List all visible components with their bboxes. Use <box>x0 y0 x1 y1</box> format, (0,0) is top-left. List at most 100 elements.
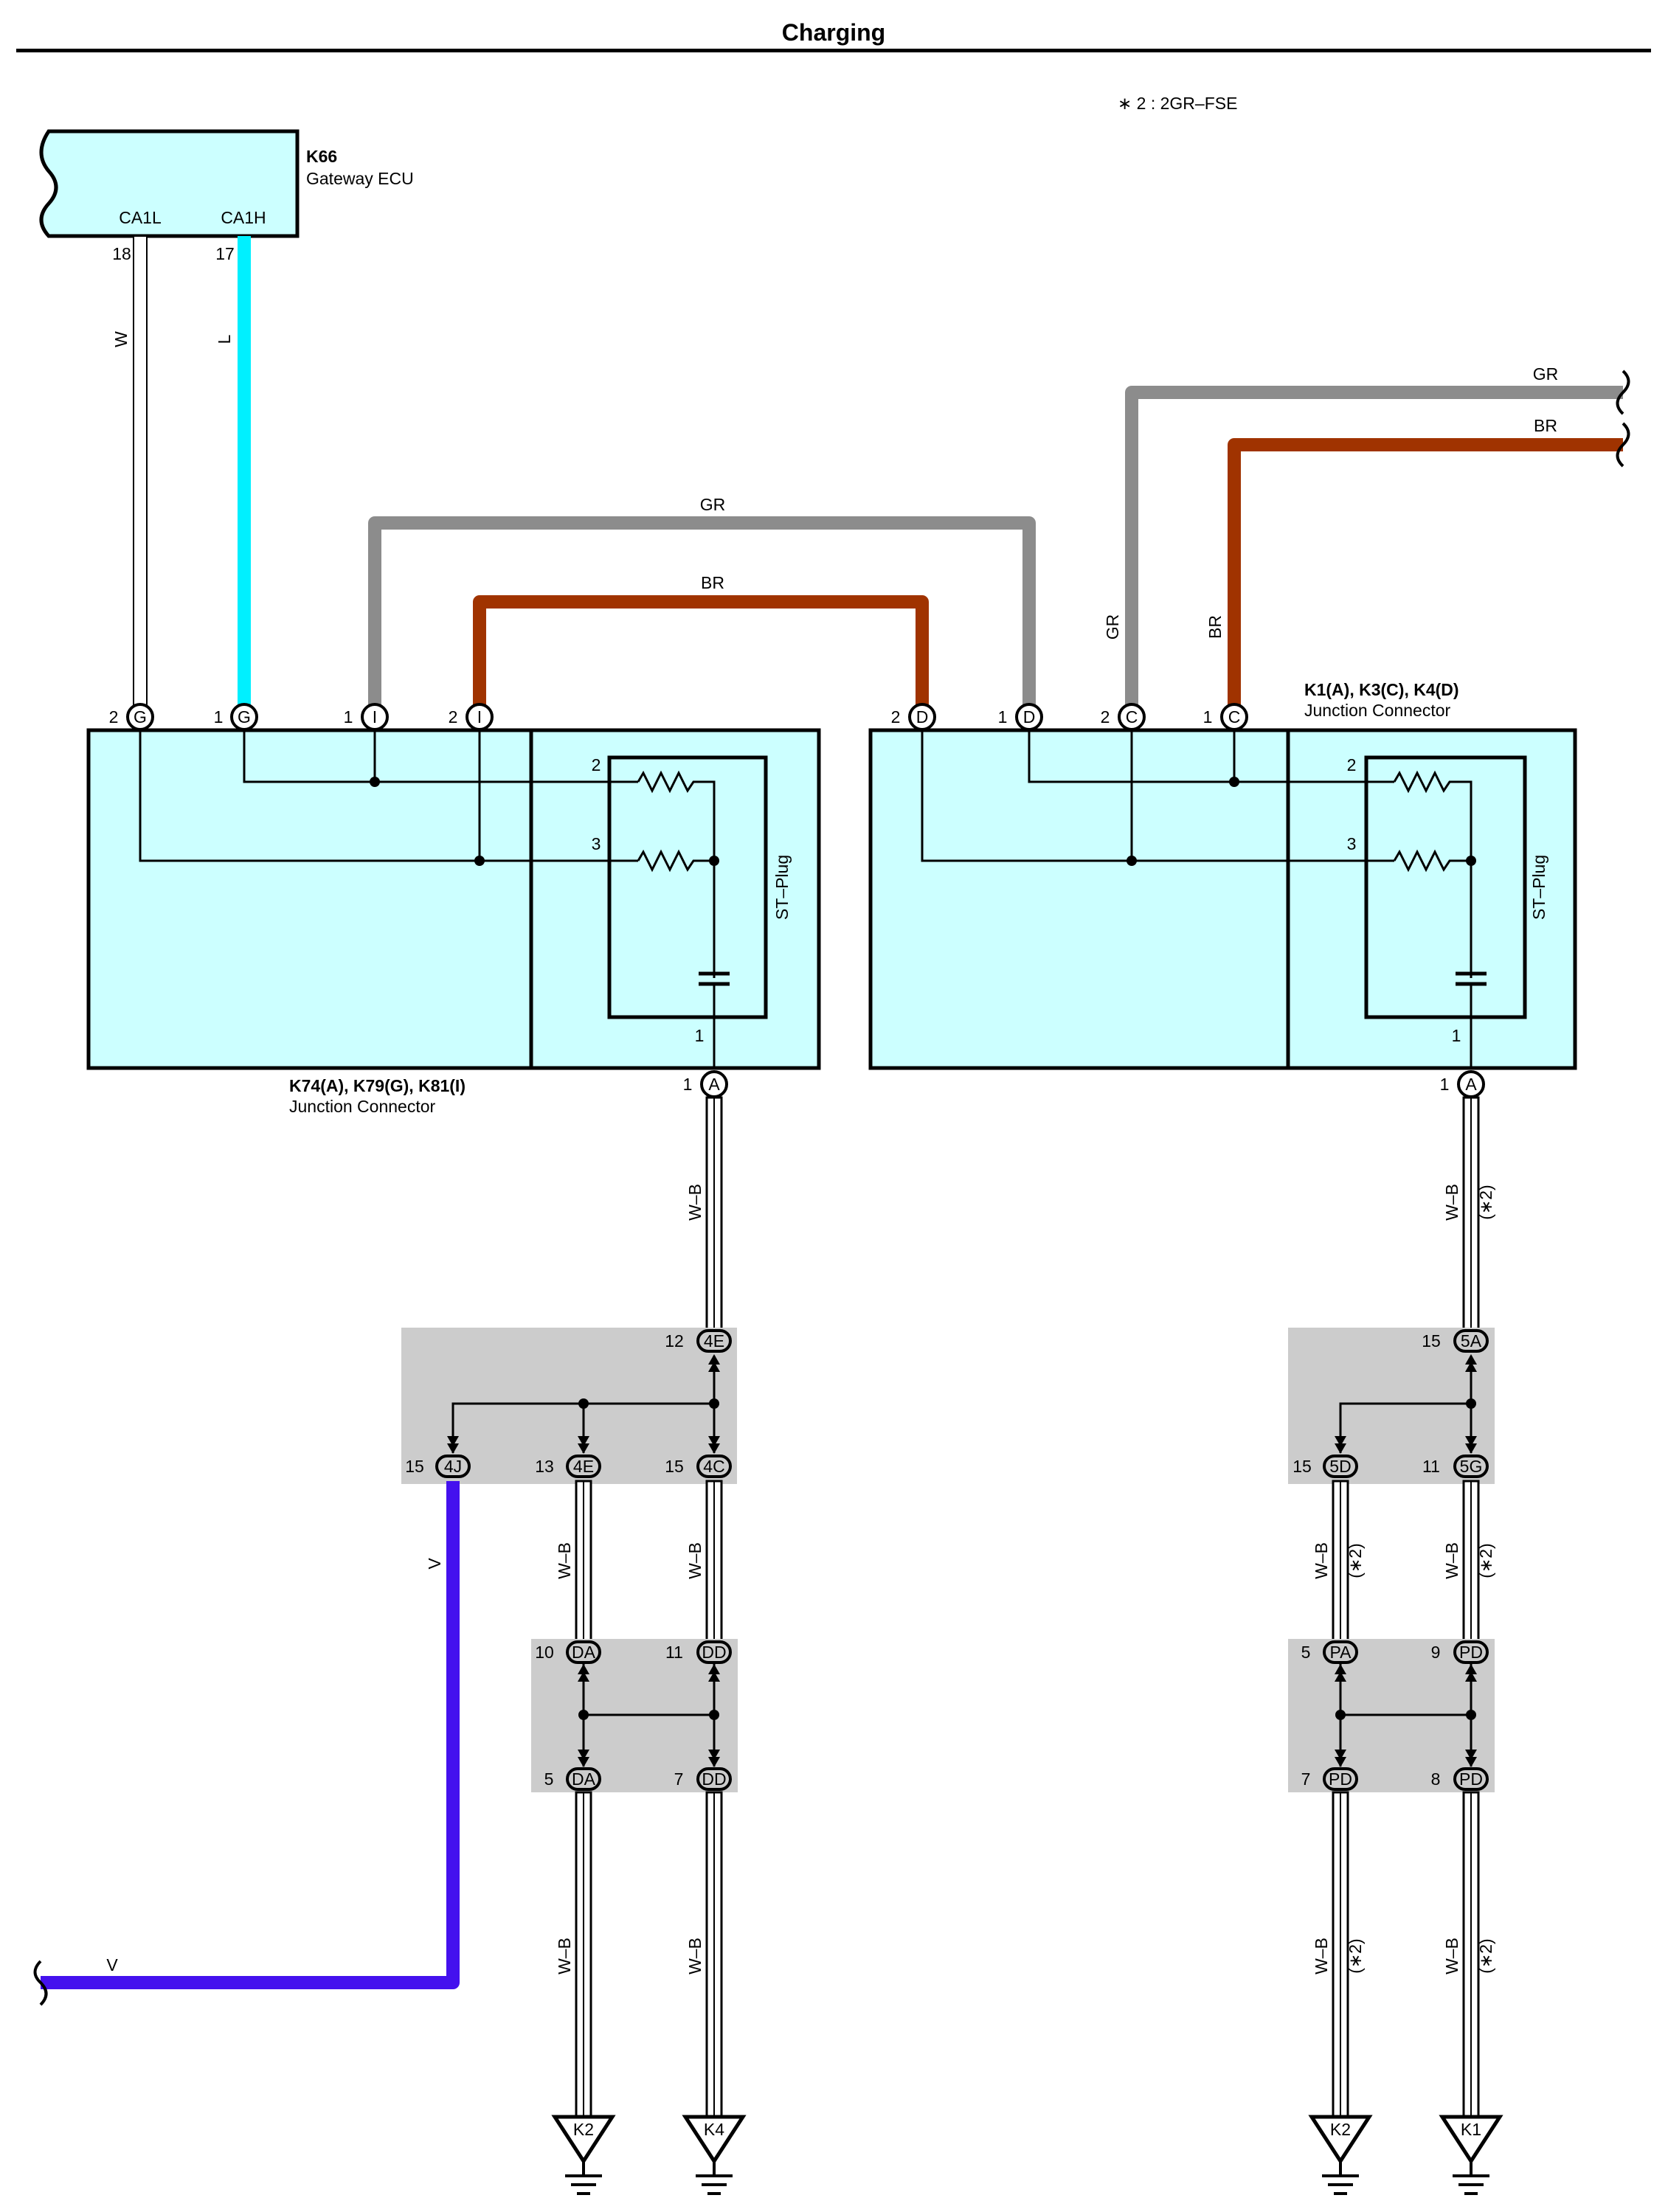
svg-text:1: 1 <box>344 707 353 727</box>
svg-text:W–B: W–B <box>1442 1542 1461 1579</box>
ecu-pin-num-17: 17 <box>215 244 235 263</box>
jc-right-inner-3: 3 <box>1347 834 1357 853</box>
ecu-pin-ca1l: CA1L <box>119 208 162 227</box>
wire-label-v-vertical: V <box>425 1558 444 1570</box>
jc-left-pin-1g: G 1 <box>214 703 258 731</box>
ground-k4: K4 <box>682 2115 747 2195</box>
svg-text:(∗2): (∗2) <box>1346 1543 1365 1578</box>
jc-left-id: K74(A), K79(G), K81(I) <box>289 1076 466 1095</box>
ground-k1: K1 <box>1439 2115 1503 2195</box>
svg-text:A: A <box>1465 1075 1477 1094</box>
svg-text:G: G <box>238 707 251 727</box>
svg-text:10: 10 <box>535 1643 554 1662</box>
wire-label-l: L <box>215 334 234 344</box>
svg-text:15: 15 <box>1292 1457 1312 1476</box>
svg-text:K2: K2 <box>1330 2120 1351 2139</box>
svg-text:DD: DD <box>702 1769 726 1789</box>
svg-text:5G: 5G <box>1460 1457 1483 1476</box>
jc-right-inner-1: 1 <box>1452 1026 1461 1045</box>
svg-text:(∗2): (∗2) <box>1346 1938 1365 1973</box>
svg-text:15: 15 <box>1422 1331 1441 1351</box>
wire-label-br-right: BR <box>1534 416 1557 435</box>
svg-text:5: 5 <box>1301 1643 1311 1662</box>
svg-text:2: 2 <box>109 707 119 727</box>
svg-text:PD: PD <box>1459 1769 1483 1789</box>
jc-right-id: K1(A), K3(C), K4(D) <box>1304 680 1459 699</box>
title-rule <box>16 49 1651 52</box>
wire-wb-ground-left: W–B W–B <box>555 1791 723 2118</box>
wire-wb-left-upper: W–B <box>685 1096 723 1334</box>
svg-text:11: 11 <box>1422 1457 1440 1476</box>
svg-text:11: 11 <box>665 1643 683 1662</box>
svg-text:9: 9 <box>1431 1643 1441 1662</box>
wire-label-star2-1: (∗2) <box>1476 1185 1495 1219</box>
svg-text:2: 2 <box>1101 707 1110 727</box>
jc-left-pin-2i: I 2 <box>449 703 494 731</box>
wire-l: L <box>215 236 251 715</box>
wire-gr-right: GR GR <box>1103 364 1630 715</box>
svg-text:4J: 4J <box>444 1457 462 1476</box>
wire-br-right: BR BR <box>1205 416 1630 715</box>
wire-label-gr-right: GR <box>1533 364 1559 384</box>
splice-right-top: 5A 15 5D 15 5G 11 <box>1288 1328 1495 1484</box>
svg-text:PD: PD <box>1329 1769 1352 1789</box>
wire-label-w: W <box>111 331 131 347</box>
ecu-id: K66 <box>306 147 337 166</box>
svg-text:D: D <box>1023 707 1036 727</box>
svg-text:W–B: W–B <box>1312 1542 1331 1579</box>
jc-right-inner-2: 2 <box>1347 755 1357 774</box>
svg-text:C: C <box>1126 707 1138 727</box>
wire-v: V V <box>33 1481 460 2006</box>
wire-label-br-vertical: BR <box>1205 615 1225 639</box>
ecu-pin-num-18: 18 <box>112 244 131 263</box>
jc-left-st-plug: ST–Plug <box>772 855 792 920</box>
wire-gr-link: GR <box>368 495 1036 715</box>
svg-text:W–B: W–B <box>685 1938 705 1974</box>
wire-label-v-horizontal: V <box>106 1955 118 1974</box>
jc-left-pin-2g: G 2 <box>109 703 154 731</box>
svg-text:1: 1 <box>998 707 1008 727</box>
svg-text:C: C <box>1228 707 1241 727</box>
svg-text:1: 1 <box>1440 1075 1450 1094</box>
svg-text:DA: DA <box>572 1769 596 1789</box>
wire-label-wb-2: W–B <box>1442 1184 1461 1221</box>
jc-right-pin-1d: D 1 <box>998 703 1043 731</box>
svg-text:K4: K4 <box>704 2120 724 2139</box>
svg-text:A: A <box>708 1075 720 1094</box>
jc-right-pin-2c: C 2 <box>1101 703 1146 731</box>
splice-left-top: 4E 12 4J 15 4E 13 4C 15 <box>401 1328 737 1484</box>
svg-text:4E: 4E <box>573 1457 594 1476</box>
model-note: ∗ 2 : 2GR–FSE <box>1118 94 1237 113</box>
svg-text:W–B: W–B <box>555 1938 574 1974</box>
svg-text:2: 2 <box>449 707 458 727</box>
svg-text:DD: DD <box>702 1643 726 1662</box>
svg-text:13: 13 <box>535 1457 554 1476</box>
junction-connector-left: 2 3 1 ST–Plug K74(A), K79(G), K81(I) Jun… <box>86 728 821 1116</box>
jc-left-inner-3: 3 <box>592 834 601 853</box>
svg-text:PD: PD <box>1459 1643 1483 1662</box>
jc-right-pin-2d: D 2 <box>891 703 936 731</box>
svg-text:K2: K2 <box>573 2120 594 2139</box>
ground-k2-left: K2 <box>551 2115 616 2195</box>
svg-text:W–B: W–B <box>555 1542 574 1579</box>
svg-text:4C: 4C <box>703 1457 724 1476</box>
wire-label-wb-1: W–B <box>685 1184 705 1221</box>
splice-right-bottom: PA 5 PD 9 PD 7 PD 8 <box>1288 1639 1495 1792</box>
ecu-name: Gateway ECU <box>306 169 414 188</box>
wire-wb-right-mid: W–B (∗2) W–B (∗2) <box>1312 1480 1495 1646</box>
svg-text:W–B: W–B <box>1442 1938 1461 1974</box>
svg-text:7: 7 <box>1301 1769 1311 1789</box>
svg-text:4E: 4E <box>704 1331 724 1351</box>
svg-text:7: 7 <box>674 1769 684 1789</box>
jc-right-pin-out-a: A 1 <box>1440 1070 1485 1098</box>
svg-text:1: 1 <box>683 1075 693 1094</box>
svg-text:W–B: W–B <box>685 1542 705 1579</box>
svg-text:(∗2): (∗2) <box>1476 1938 1495 1973</box>
wire-wb-left-mid: W–B W–B <box>555 1480 723 1646</box>
svg-text:I: I <box>373 707 377 727</box>
ecu-pin-ca1h: CA1H <box>221 208 266 227</box>
svg-text:PA: PA <box>1330 1643 1352 1662</box>
svg-text:15: 15 <box>665 1457 684 1476</box>
jc-left-inner-1: 1 <box>695 1026 705 1045</box>
wire-label-br-link: BR <box>701 573 724 592</box>
